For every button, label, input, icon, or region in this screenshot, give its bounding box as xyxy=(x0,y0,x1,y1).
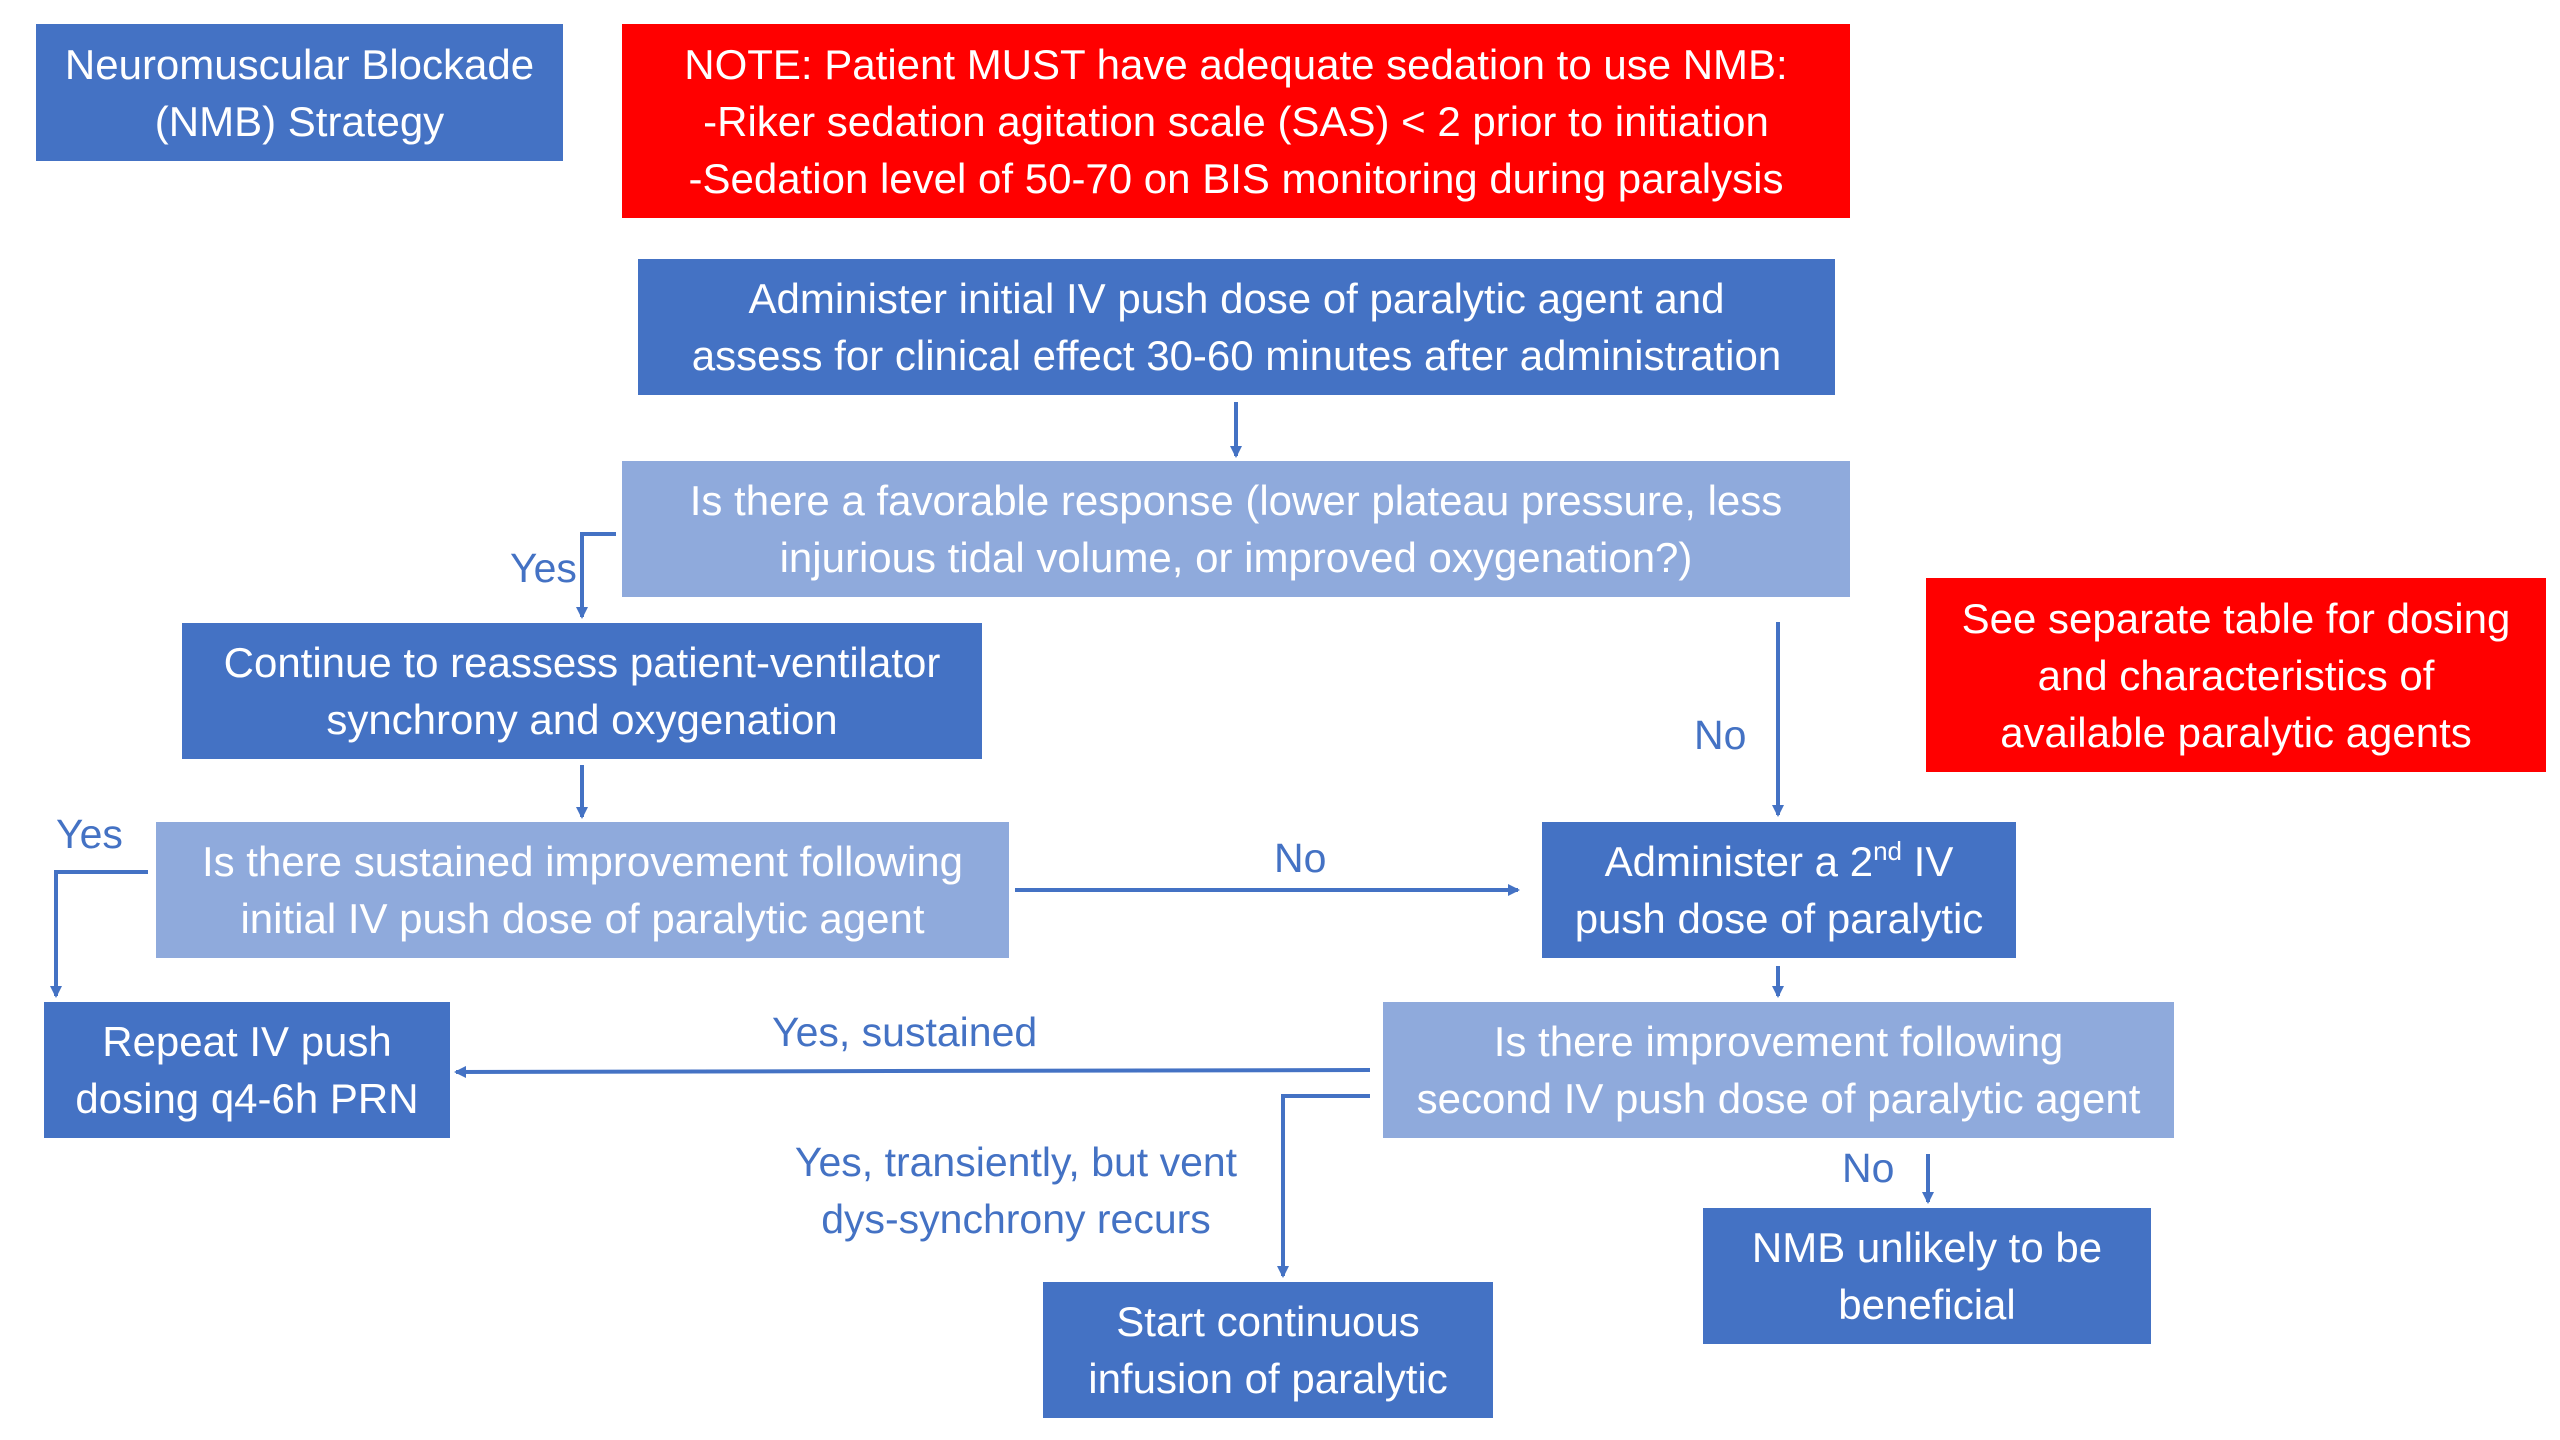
continue-reassess-line-1: Continue to reassess patient-ventilator xyxy=(223,639,941,686)
continue-reassess-line-2: synchrony and oxygenation xyxy=(326,696,838,743)
label-transient-line-2: dys-synchrony recurs xyxy=(821,1196,1211,1242)
initial-dose-line-2: assess for clinical effect 30-60 minutes… xyxy=(691,332,1782,379)
arrow-favorable-yes xyxy=(576,532,616,619)
sustained-improvement-box: Is there sustained improvement following… xyxy=(156,822,1009,958)
see-table-line-1: See separate table for dosing xyxy=(1961,594,2511,642)
sustained-improvement-line-2: initial IV push dose of paralytic agent xyxy=(240,895,925,942)
second-dose-line-1: Administer a 2nd IV xyxy=(1605,833,1954,890)
label-transient: Yes, transiently, but vent dys-synchrony… xyxy=(776,1134,1256,1248)
label-no-favorable: No xyxy=(1694,712,1747,758)
repeat-dosing-line-1: Repeat IV push xyxy=(102,1018,392,1065)
nmb-unlikely-box: NMB unlikely to be beneficial xyxy=(1703,1208,2151,1344)
second-dose-line-2: push dose of paralytic xyxy=(1574,895,1984,942)
label-transient-line-1: Yes, transiently, but vent xyxy=(794,1139,1238,1185)
note-line-2: -Riker sedation agitation scale (SAS) < … xyxy=(703,97,1769,145)
arrow-improvement-yes-sustained xyxy=(454,1065,1371,1078)
see-table-line-3: available paralytic agents xyxy=(2000,708,2472,756)
note-line-3: -Sedation level of 50-70 on BIS monitori… xyxy=(688,154,1784,202)
improvement-second-line-2: second IV push dose of paralytic agent xyxy=(1416,1075,2141,1122)
second-dose-post: IV xyxy=(1902,838,1954,885)
favorable-response-line-2: injurious tidal volume, or improved oxyg… xyxy=(779,534,1693,581)
arrow-improvement-transient xyxy=(1277,1094,1370,1278)
repeat-dosing-line-2: dosing q4-6h PRN xyxy=(75,1075,419,1122)
label-no-second: No xyxy=(1842,1145,1895,1191)
favorable-response-line-1: Is there a favorable response (lower pla… xyxy=(689,477,1783,524)
label-yes-favorable: Yes xyxy=(510,545,577,591)
favorable-response-box: Is there a favorable response (lower pla… xyxy=(622,461,1850,597)
second-dose-pre: Administer a 2 xyxy=(1604,838,1874,885)
continuous-infusion-line-2: infusion of paralytic xyxy=(1088,1355,1448,1402)
improvement-second-line-1: Is there improvement following xyxy=(1493,1018,2064,1065)
nmb-unlikely-line-1: NMB unlikely to be xyxy=(1751,1224,2103,1271)
label-yes-sustained-second: Yes, sustained xyxy=(772,1009,1038,1055)
initial-dose-line-1: Administer initial IV push dose of paral… xyxy=(748,275,1725,322)
title-line-1: Neuromuscular Blockade xyxy=(64,40,535,88)
continuous-infusion-line-1: Start continuous xyxy=(1116,1298,1420,1345)
second-dose-sup: nd xyxy=(1873,836,1902,866)
dosing-table-note-box: See separate table for dosing and charac… xyxy=(1926,578,2546,772)
improvement-second-box: Is there improvement following second IV… xyxy=(1383,1002,2174,1138)
sustained-improvement-line-1: Is there sustained improvement following xyxy=(201,838,964,885)
continue-reassess-box: Continue to reassess patient-ventilator … xyxy=(182,623,982,759)
second-dose-box: Administer a 2nd IV push dose of paralyt… xyxy=(1542,822,2016,958)
continuous-infusion-box: Start continuous infusion of paralytic xyxy=(1043,1282,1493,1418)
sedation-note-box: NOTE: Patient MUST have adequate sedatio… xyxy=(622,24,1850,218)
arrow-sustained-yes xyxy=(50,870,148,998)
label-yes-sustained: Yes xyxy=(56,811,123,857)
title-line-2: (NMB) Strategy xyxy=(154,97,445,145)
note-line-1: NOTE: Patient MUST have adequate sedatio… xyxy=(684,40,1788,88)
initial-dose-box: Administer initial IV push dose of paral… xyxy=(638,259,1835,395)
nmb-unlikely-line-2: beneficial xyxy=(1838,1281,2016,1328)
repeat-dosing-box: Repeat IV push dosing q4-6h PRN xyxy=(44,1002,450,1138)
see-table-line-2: and characteristics of xyxy=(2037,651,2435,699)
label-no-sustained: No xyxy=(1274,835,1327,881)
title-box: Neuromuscular Blockade (NMB) Strategy xyxy=(36,24,563,161)
